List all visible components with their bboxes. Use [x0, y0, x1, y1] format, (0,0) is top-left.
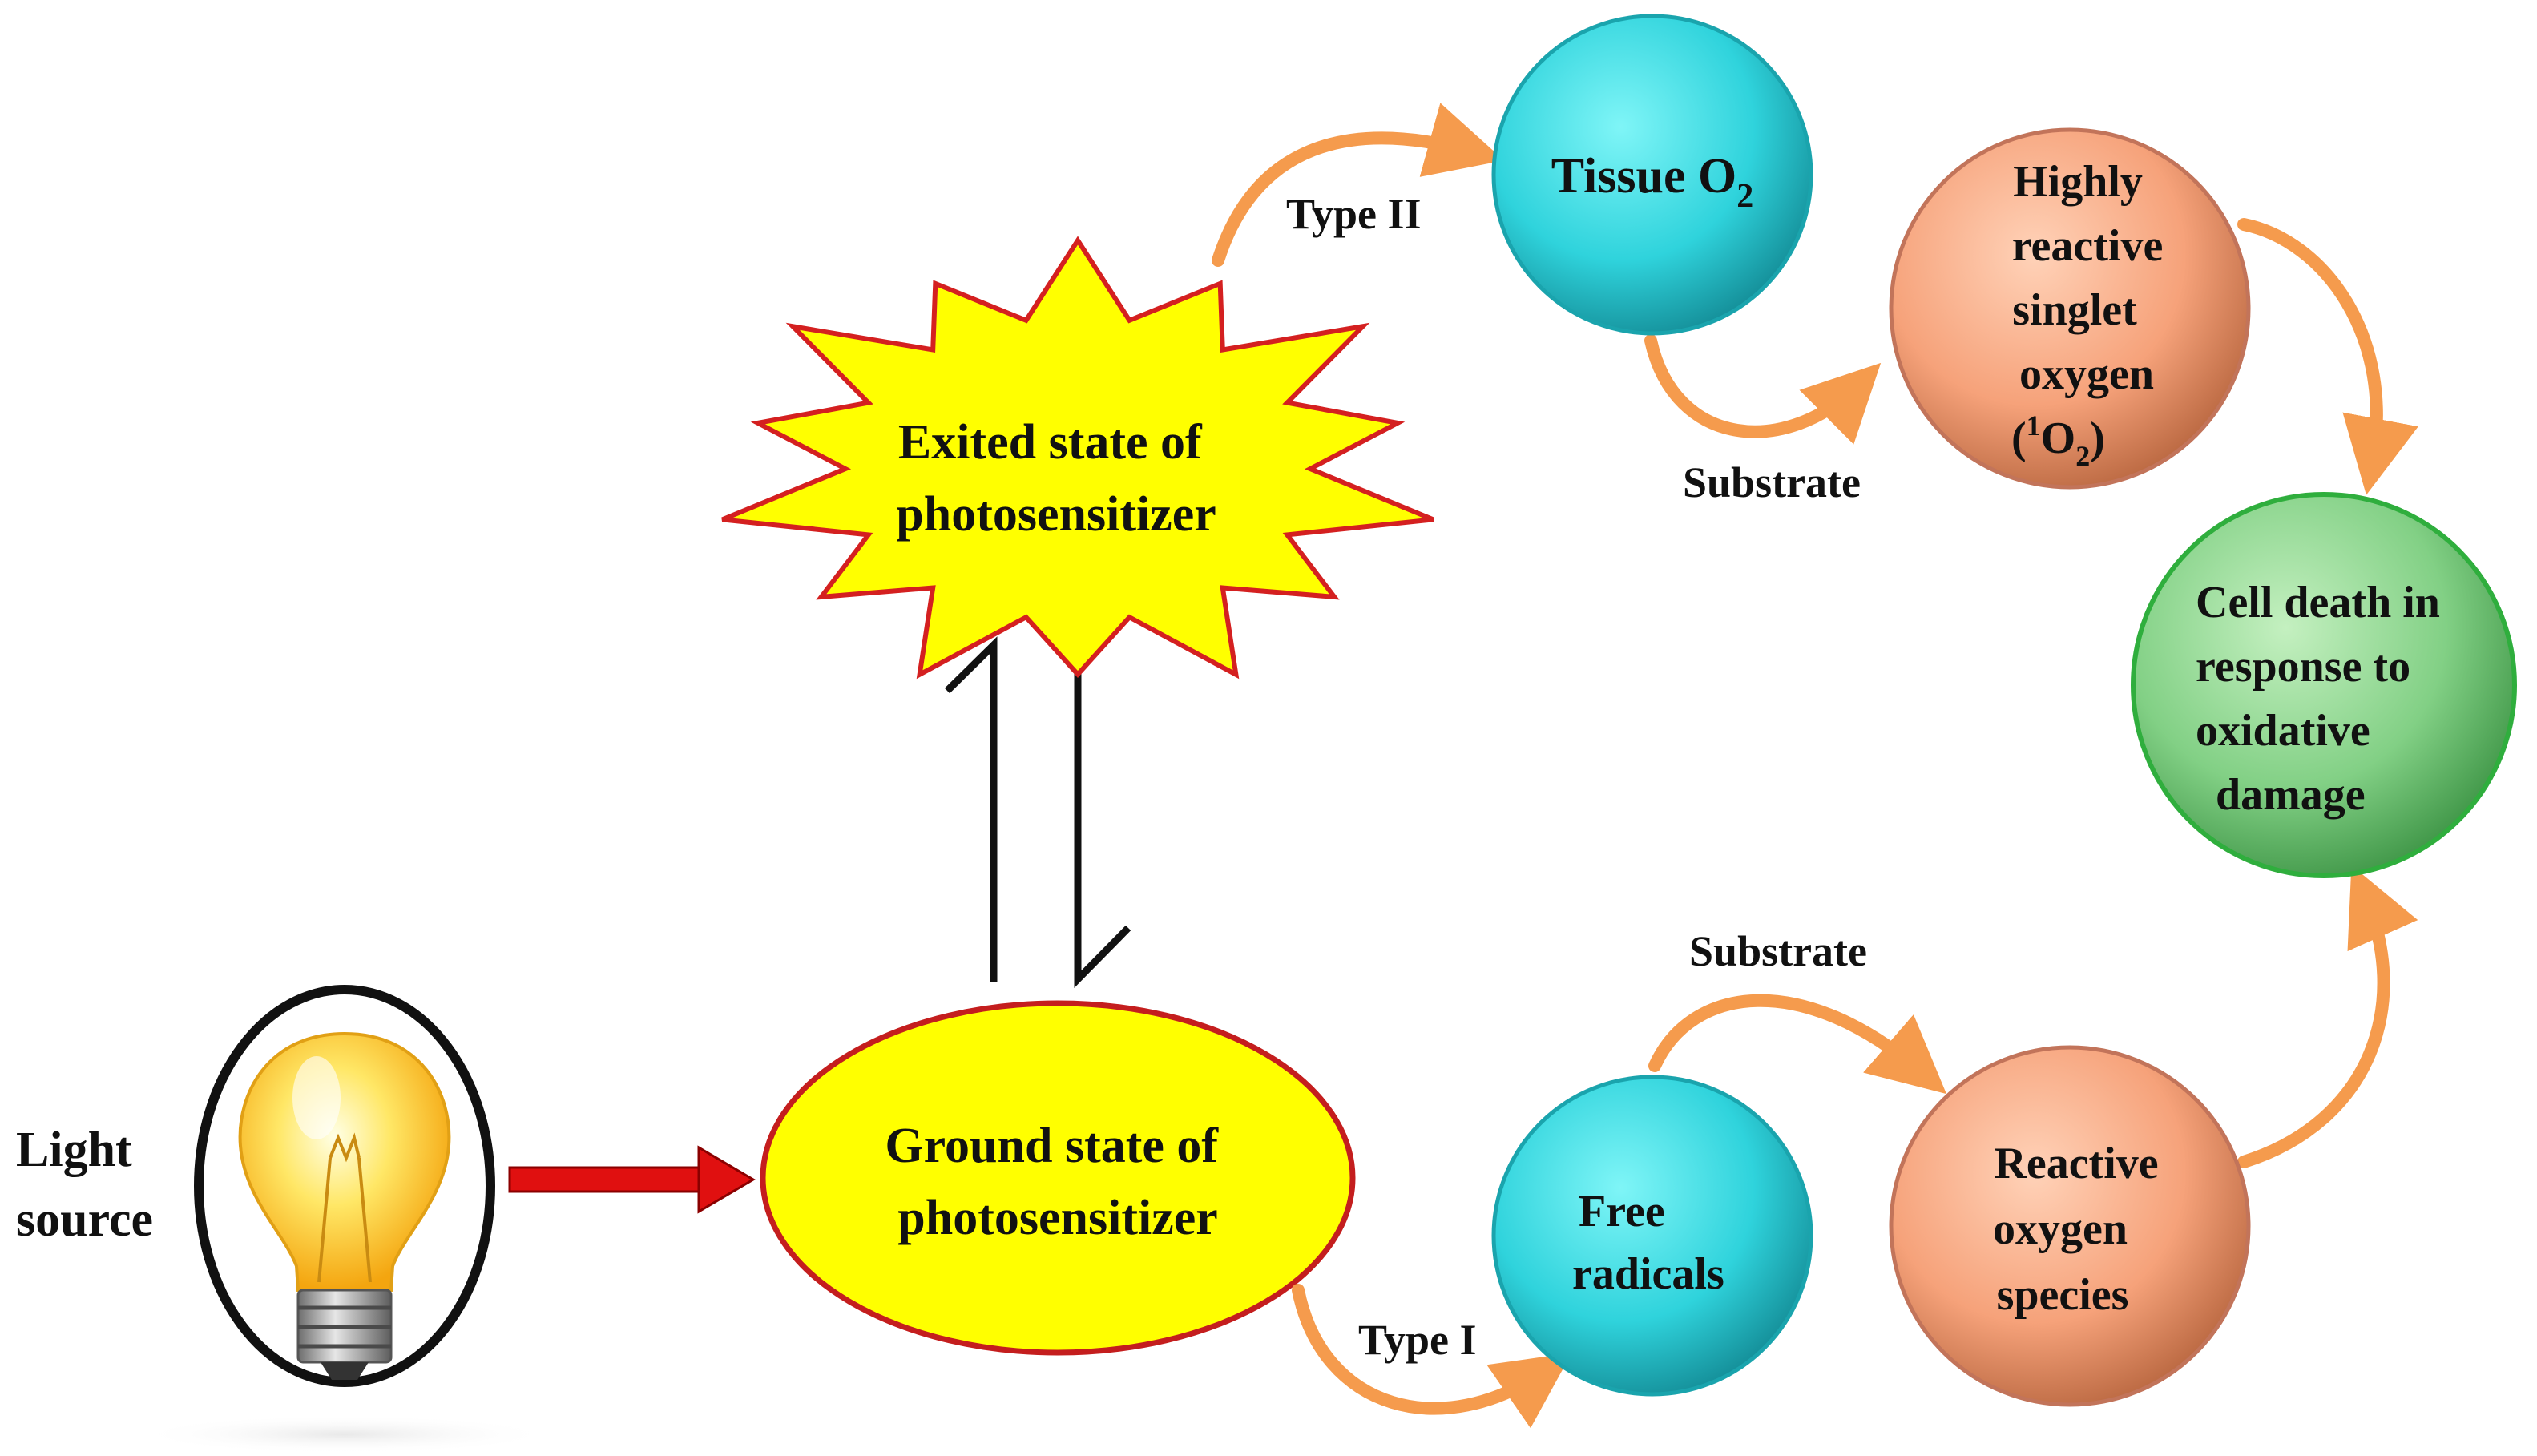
type-ii-arrow: [1212, 103, 1505, 267]
pathway-arrows: [1212, 103, 2418, 1429]
singlet-oxygen-node: Highly reactive singlet oxygen (1O2): [1889, 127, 2251, 490]
singlet-oxygen-formula: (1O2): [2011, 409, 2105, 472]
ros-to-death-arrow: [2237, 865, 2418, 1168]
equilibrium-arrows: [944, 636, 1131, 988]
ground-state-label: Ground state of photosensitizer: [885, 1119, 1230, 1245]
type-ii-label: Type II: [1286, 190, 1422, 238]
ground-state-node: Ground state of photosensitizer: [760, 1000, 1356, 1356]
light-source-label: Light source: [16, 1123, 153, 1247]
light-source: Light source: [16, 985, 553, 1454]
excited-state-node: Exited state of photosensitizer: [721, 236, 1434, 680]
cell-death-node: Cell death in response to oxidative dama…: [2131, 492, 2517, 878]
type-i-arrow: [1292, 1284, 1572, 1429]
light-to-ground-arrow: [508, 1145, 756, 1214]
substrate-top-arrow: [1644, 334, 1882, 445]
tissue-o2-node: Tissue O2: [1491, 14, 1813, 336]
substrate-top-label: Substrate: [1683, 458, 1861, 506]
excited-state-label: Exited state of photosensitizer: [896, 415, 1216, 542]
substrate-bottom-arrow: [1648, 994, 1947, 1095]
substrate-bottom-label: Substrate: [1689, 927, 1867, 975]
singlet-oxygen-label: Highly reactive singlet oxygen: [2012, 157, 2175, 399]
type-i-label: Type I: [1358, 1316, 1477, 1364]
ros-node: Reactive oxygen species: [1889, 1045, 2251, 1407]
light-bulb-icon: [238, 1031, 451, 1380]
ros-label: Reactive oxygen species: [1993, 1139, 2170, 1320]
free-radicals-node: Free radicals: [1491, 1075, 1813, 1397]
tissue-o2-label: Tissue O2: [1551, 149, 1753, 215]
cell-death-label: Cell death in response to oxidative dama…: [2196, 578, 2451, 820]
free-radicals-label: Free radicals: [1572, 1187, 1724, 1299]
singlet-to-death-arrow: [2237, 218, 2418, 495]
